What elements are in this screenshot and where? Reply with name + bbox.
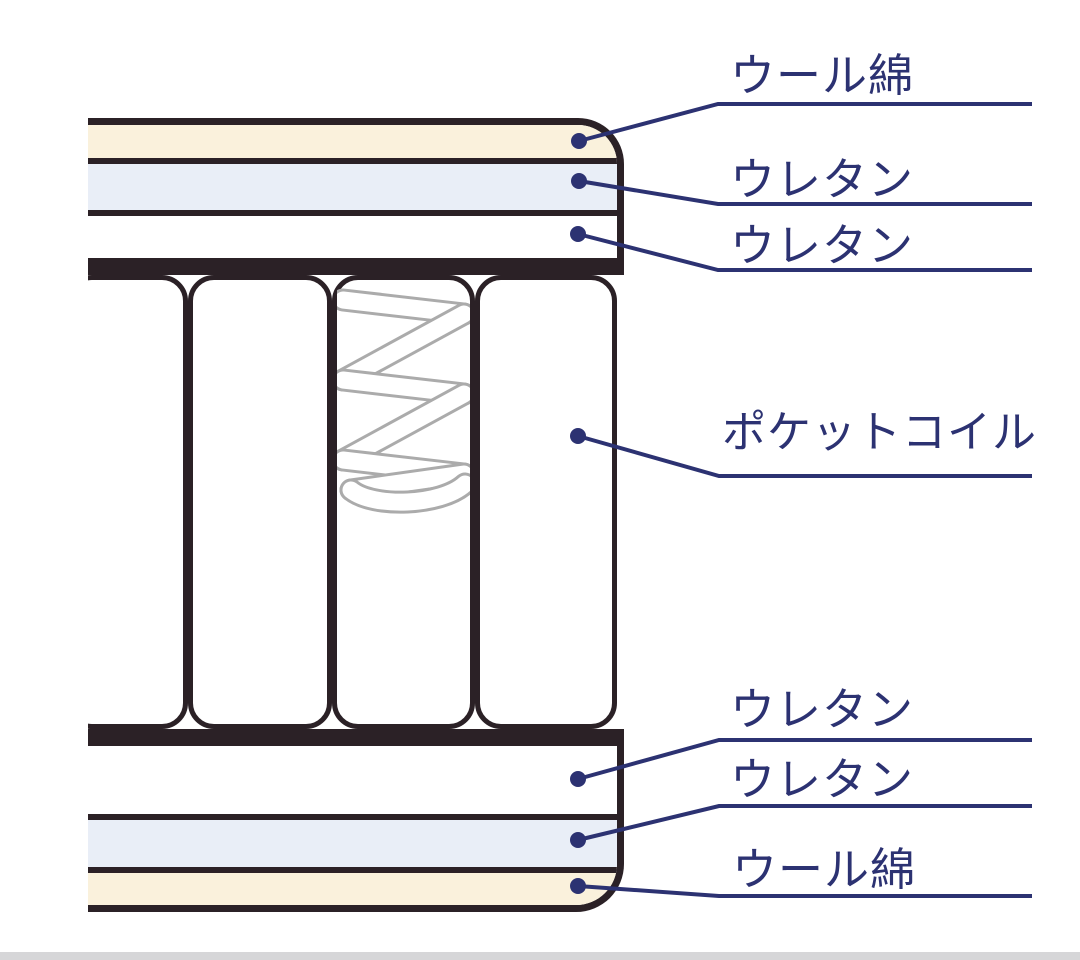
layer-wool-bottom xyxy=(88,873,617,905)
callout-line-wool-top xyxy=(578,102,1032,143)
coil-pocket xyxy=(332,275,475,729)
layer-divider xyxy=(88,210,617,216)
layer-urethane-top-1 xyxy=(88,164,617,210)
label-urethane-top-1: ウレタン xyxy=(730,153,915,206)
bottom-edge-bar xyxy=(0,952,1080,960)
callout-line-urethane-bottom-2 xyxy=(577,804,1032,842)
pocket-coil-section xyxy=(88,275,624,729)
coil-section-top-bar xyxy=(88,258,624,275)
label-pocket-coil: ポケットコイル xyxy=(722,407,1037,458)
layer-urethane-top-2 xyxy=(88,216,617,258)
label-urethane-top-2: ウレタン xyxy=(730,219,915,272)
coil-pocket xyxy=(188,275,332,729)
label-wool-top: ウール綿 xyxy=(730,49,915,102)
layer-urethane-bottom-2 xyxy=(88,820,617,867)
coil-pocket xyxy=(88,275,188,729)
layer-divider xyxy=(88,158,617,164)
label-wool-bottom: ウール綿 xyxy=(732,843,917,896)
top-layer-stack xyxy=(88,118,624,258)
coil-spring-icon xyxy=(337,288,470,514)
label-urethane-bottom-2: ウレタン xyxy=(730,753,915,806)
bottom-layer-stack xyxy=(88,746,624,912)
layer-divider xyxy=(88,867,617,873)
coil-pocket xyxy=(475,275,617,729)
layer-wool-top xyxy=(88,125,617,158)
layer-urethane-bottom-1 xyxy=(88,746,617,814)
coil-section-bottom-bar xyxy=(88,729,624,746)
label-urethane-bottom-1: ウレタン xyxy=(730,683,915,736)
layer-divider xyxy=(88,814,617,820)
